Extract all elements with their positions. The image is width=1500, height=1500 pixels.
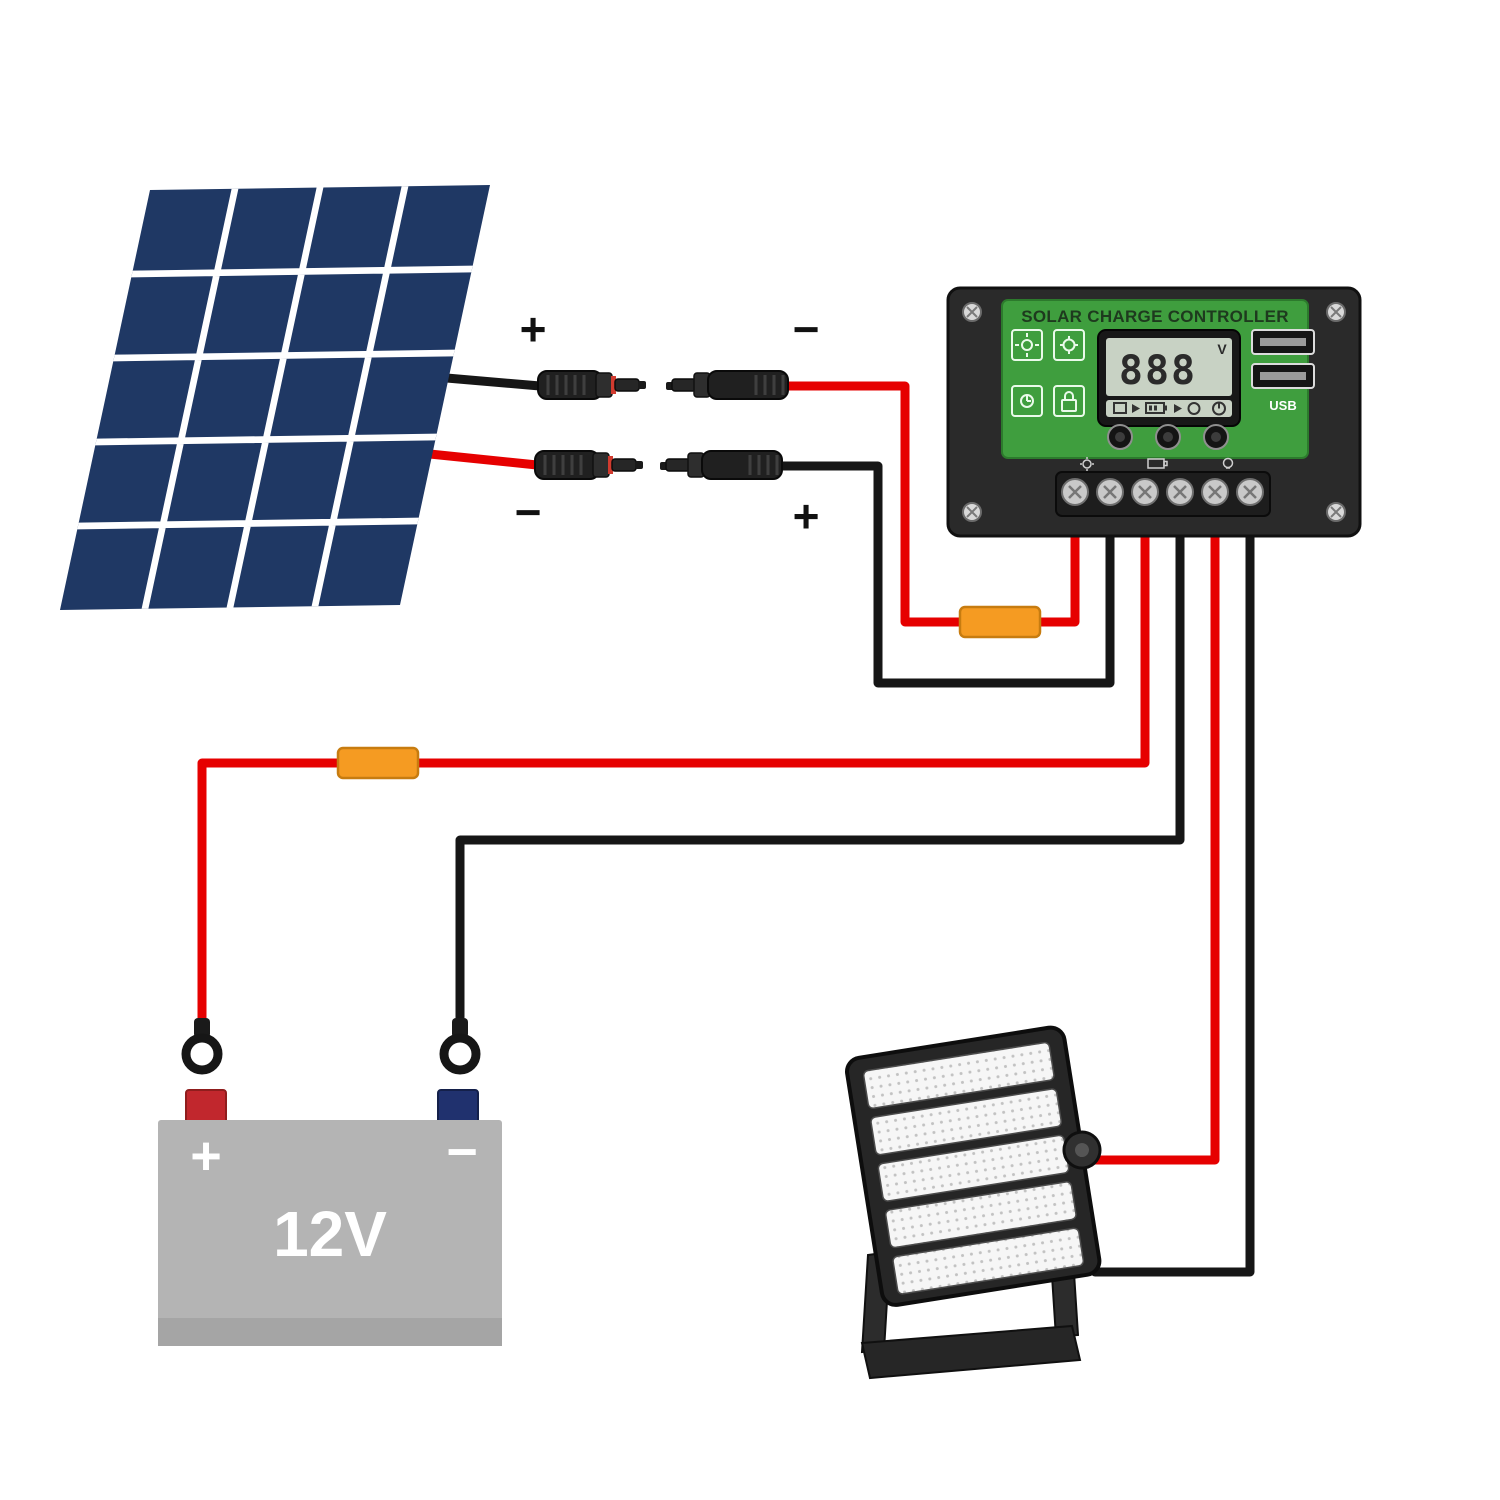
wire-pv-negative-to-controller	[778, 461, 1115, 688]
timer-icon	[1011, 385, 1043, 417]
connector-nose	[611, 458, 637, 472]
connector-ridges	[543, 455, 583, 475]
battery-negative-sign: −	[446, 1122, 478, 1182]
panel-glyph	[1113, 402, 1127, 414]
label-pv-positive-top: +	[520, 303, 547, 355]
battery-case-shadow	[158, 1318, 502, 1346]
connector-ridges	[546, 375, 586, 395]
mc4-connector-top-right	[666, 370, 789, 400]
connector-nose	[671, 378, 697, 392]
connector-ridges	[748, 455, 779, 475]
connector-tip	[638, 381, 646, 389]
connector-collar	[592, 452, 610, 478]
controller-mode-icons	[1011, 329, 1085, 417]
terminal-icons	[1080, 457, 1234, 471]
battery-case	[158, 1120, 502, 1346]
label-pv-negative-bottom: −	[515, 486, 542, 538]
mc4-connector-bottom-left	[534, 450, 643, 480]
arrow-glyph	[1174, 404, 1182, 413]
mc4-connector-bottom-right	[660, 450, 783, 480]
lcd-status-icons	[1106, 400, 1232, 417]
lamp-glyph	[1187, 402, 1201, 415]
usb-ports: USB	[1251, 329, 1315, 413]
polarity-labels: + − − +	[515, 303, 820, 542]
flood-light	[845, 1025, 1102, 1380]
terminal-screws	[1061, 478, 1264, 506]
label-pv-negative-top: −	[793, 303, 820, 355]
mc4-connector-top-left	[537, 370, 646, 400]
wire-battery-positive	[197, 495, 1150, 1029]
label-pv-positive-bottom: +	[793, 490, 820, 542]
battery: + − 12V	[158, 1089, 502, 1346]
connector-tip	[635, 461, 643, 469]
connector-nose	[614, 378, 640, 392]
sun-icon	[1011, 329, 1043, 361]
controller-buttons	[1107, 424, 1229, 450]
controller-title: SOLAR CHARGE CONTROLLER	[1021, 307, 1289, 326]
led-panel-row	[892, 1227, 1085, 1295]
connector-ridges	[754, 375, 785, 395]
solar-panel-gridlines	[77, 186, 473, 609]
led-panel-row	[862, 1041, 1055, 1109]
usb-label: USB	[1269, 398, 1296, 413]
ring-terminal-crimp-positive	[194, 1018, 210, 1038]
connector-body	[707, 370, 789, 400]
battery-terminal-negative	[437, 1089, 479, 1125]
battery-positive-sign: +	[190, 1126, 222, 1186]
wire-battery-negative	[455, 495, 1185, 1029]
charge-controller: SOLAR CHARGE CONTROLLER 888 V	[946, 286, 1362, 538]
lcd-unit: V	[1217, 341, 1227, 357]
ring-terminals	[181, 1018, 481, 1075]
connector-red-seal	[608, 456, 613, 474]
gear-icon	[1053, 329, 1085, 361]
wiring	[197, 372, 1255, 1277]
solar-panel	[59, 184, 491, 611]
inline-fuse-controller	[958, 605, 1042, 639]
wire-load-negative	[1090, 495, 1255, 1277]
battery-voltage: 12V	[273, 1198, 387, 1270]
led-panel-row	[870, 1088, 1063, 1156]
led-panel-row	[885, 1181, 1077, 1249]
mounting-screws	[962, 302, 1346, 522]
arrow-glyph	[1132, 404, 1140, 413]
lock-icon	[1053, 385, 1085, 417]
connector-nose	[665, 458, 691, 472]
lcd-value: 888	[1119, 348, 1197, 394]
ring-terminal-positive	[181, 1033, 223, 1075]
wire-load-positive	[1087, 495, 1220, 1165]
connector-red-seal	[611, 376, 616, 394]
wire-panel-black-stub	[430, 372, 545, 391]
ring-terminal-crimp-negative	[452, 1018, 468, 1038]
ring-terminal-negative	[439, 1033, 481, 1075]
connector-body	[701, 450, 783, 480]
lcd-screen	[1106, 338, 1232, 396]
connector-collar	[595, 372, 613, 398]
inline-fuse-battery	[336, 746, 420, 780]
wire-panel-red-stub	[415, 448, 542, 470]
sun-icon	[1082, 459, 1092, 469]
flood-light-bracket-base	[860, 1324, 1082, 1380]
battery-terminal-positive	[185, 1089, 227, 1125]
wire-pv-positive-to-controller	[781, 381, 1080, 627]
